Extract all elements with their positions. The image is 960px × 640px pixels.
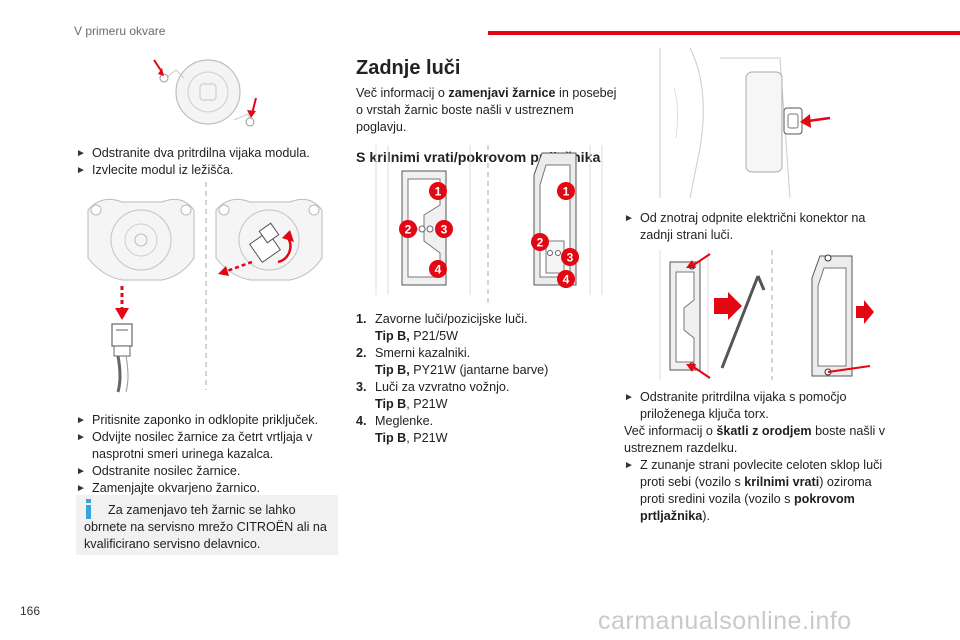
bullet-arrow-icon: ► bbox=[76, 432, 86, 443]
rear-lights-callout-figure: 1 2 3 4 1 2 3 4 bbox=[375, 145, 603, 305]
bullet-arrow-icon: ► bbox=[76, 466, 86, 477]
callout-left-2: 2 bbox=[399, 220, 417, 238]
step-pull-module: ►Izvlecite modul iz ležišča. bbox=[76, 163, 234, 177]
bullet-arrow-icon: ► bbox=[624, 460, 634, 471]
bullet-arrow-icon: ► bbox=[76, 483, 86, 494]
bullet-arrow-icon: ► bbox=[76, 148, 86, 159]
step-pull-light-assembly: ►Z zunanje strani povlecite celoten sklo… bbox=[624, 458, 883, 523]
step-remove-torx-screws: ►Odstranite pritrdilna vijaka s pomočjo … bbox=[624, 390, 847, 421]
bulb-item-1: 1.Zavorne luči/pozicijske luči. Tip B, P… bbox=[356, 312, 528, 343]
fog-lamp-connector-figure bbox=[87, 182, 323, 393]
bullet-arrow-icon: ► bbox=[76, 165, 86, 176]
intro-paragraph: Več informacij o zamenjavi žarnice in po… bbox=[356, 86, 617, 134]
svg-text:1: 1 bbox=[435, 185, 442, 199]
header-accent-bar bbox=[488, 31, 960, 35]
step-remove-holder: ►Odstranite nosilec žarnice. bbox=[76, 464, 241, 478]
connector-location-figure bbox=[659, 48, 831, 199]
bullet-arrow-icon: ► bbox=[624, 213, 634, 224]
svg-text:3: 3 bbox=[567, 251, 574, 265]
svg-text:2: 2 bbox=[405, 223, 412, 237]
toolbox-reference: Več informacij o škatli z orodjem boste … bbox=[624, 424, 886, 455]
callout-left-3: 3 bbox=[435, 220, 453, 238]
callout-right-3: 3 bbox=[561, 248, 579, 266]
callout-right-4: 4 bbox=[557, 270, 575, 288]
svg-text:3: 3 bbox=[441, 223, 448, 237]
info-icon bbox=[86, 499, 91, 503]
page-number: 166 bbox=[20, 604, 41, 618]
svg-text:4: 4 bbox=[563, 273, 570, 287]
step-press-clip: ►Pritisnite zaponko in odklopite priklju… bbox=[76, 413, 319, 427]
svg-text:1: 1 bbox=[563, 185, 570, 199]
bullet-arrow-icon: ► bbox=[624, 392, 634, 403]
step-replace-bulb: ►Zamenjajte okvarjeno žarnico. bbox=[76, 481, 260, 495]
fog-lamp-module-figure bbox=[153, 59, 257, 127]
section-title: V primeru okvare bbox=[74, 24, 166, 38]
callout-right-1: 1 bbox=[557, 182, 575, 200]
step-remove-screws: ►Odstranite dva pritrdilna vijaka modula… bbox=[76, 146, 310, 160]
service-note: Za zamenjavo teh žarnic se lahko obrnete… bbox=[76, 495, 338, 555]
bulb-item-4: 4.Meglenke. Tip B, P21W bbox=[356, 414, 448, 445]
step-unscrew-holder: ►Odvijte nosilec žarnice za četrt vrtlja… bbox=[76, 430, 313, 461]
bullet-arrow-icon: ► bbox=[76, 415, 86, 426]
step-unplug-connector: ►Od znotraj odpnite električni konektor … bbox=[624, 211, 866, 242]
svg-text:4: 4 bbox=[435, 263, 442, 277]
bulb-item-2: 2.Smerni kazalniki. Tip B, PY21W (jantar… bbox=[356, 346, 549, 377]
callout-right-2: 2 bbox=[531, 233, 549, 251]
service-note-text: Za zamenjavo teh žarnic se lahko obrnete… bbox=[84, 503, 327, 551]
watermark: carmanualsonline.info bbox=[598, 607, 852, 635]
torx-removal-figure bbox=[659, 250, 874, 380]
callout-left-4: 4 bbox=[429, 260, 447, 278]
page-title: Zadnje luči bbox=[356, 57, 461, 79]
svg-text:2: 2 bbox=[537, 236, 544, 250]
bulb-item-3: 3.Luči za vzvratno vožnjo. Tip B, P21W bbox=[356, 380, 510, 411]
callout-left-1: 1 bbox=[429, 182, 447, 200]
